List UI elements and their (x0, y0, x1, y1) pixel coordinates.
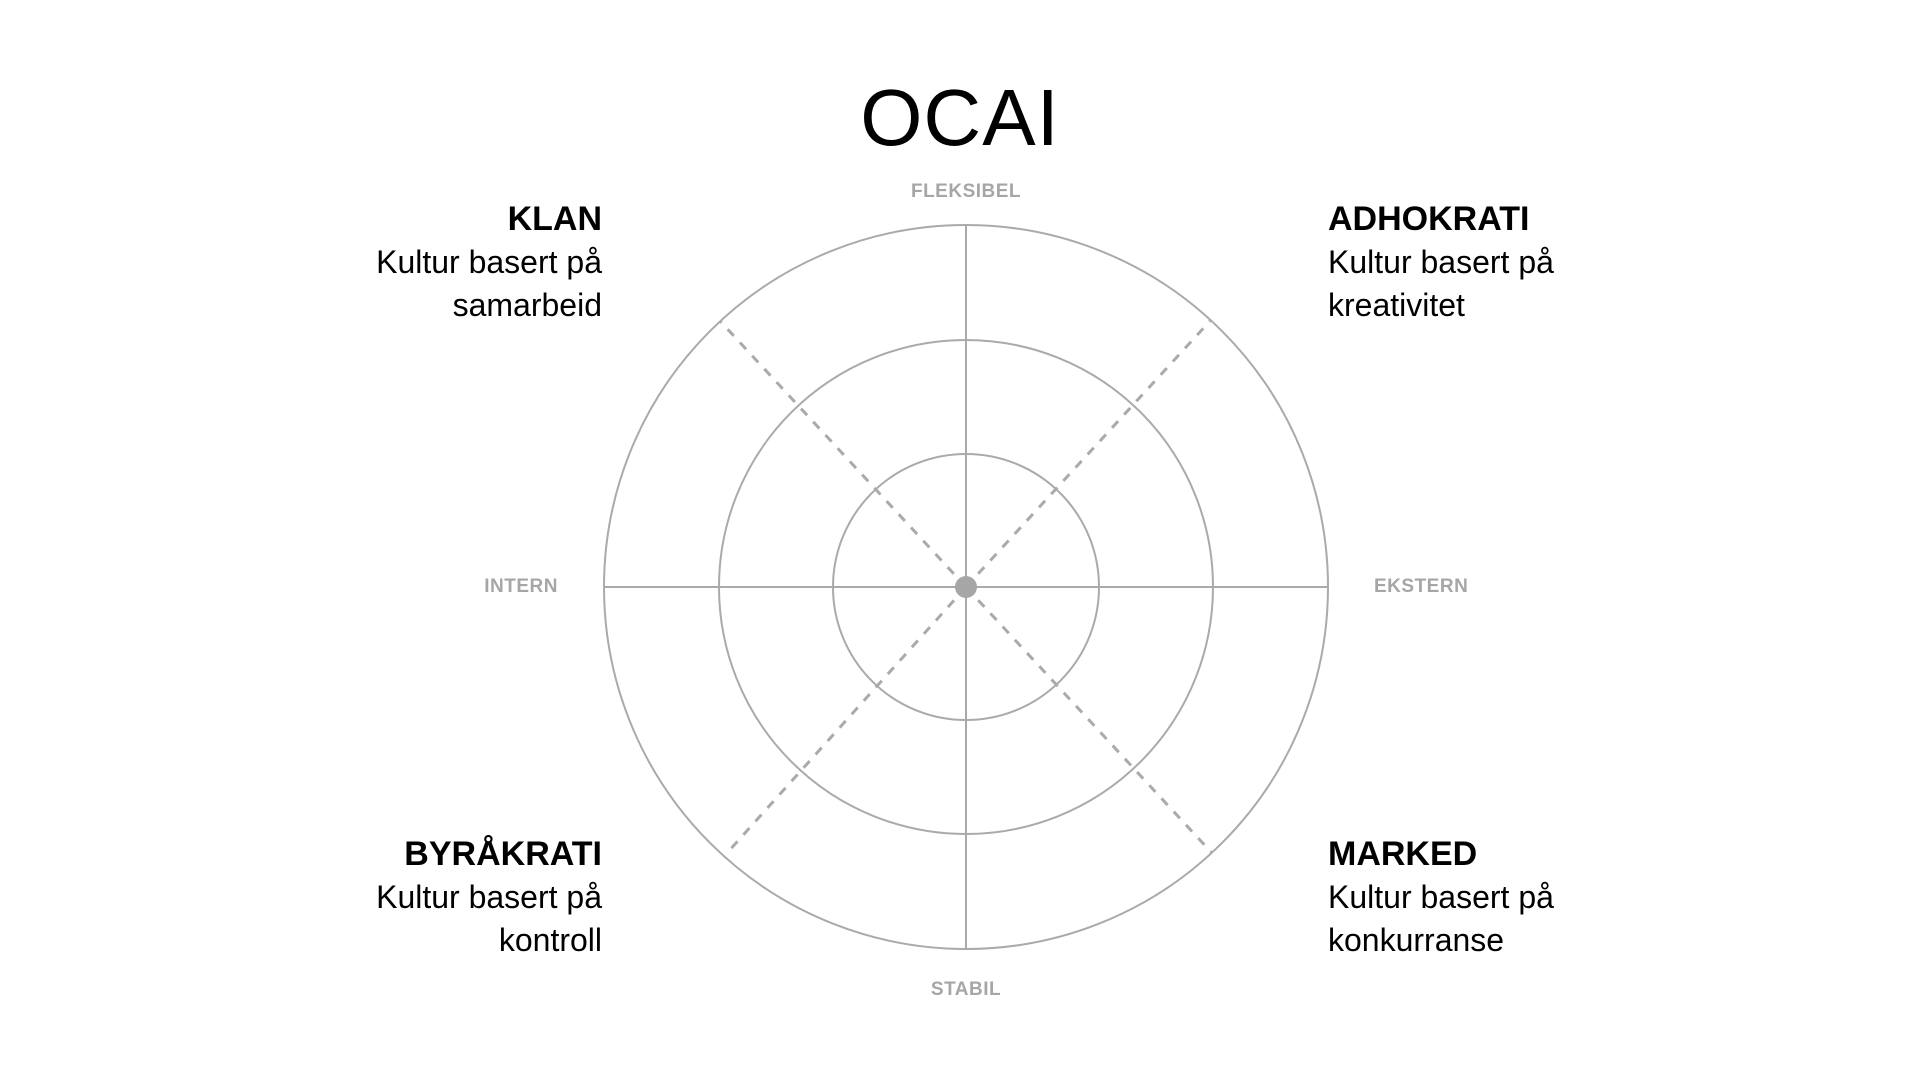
quadrant-description: Kultur basert på samarbeid (376, 244, 602, 323)
quadrant-description: Kultur basert på kreativitet (1328, 244, 1554, 323)
axis-label-bottom: STABIL (930, 979, 1002, 1000)
diagonal-bottom-left (725, 585, 968, 855)
axis-label-right: EKSTERN (1374, 576, 1469, 597)
quadrant-klan: KLAN Kultur basert på samarbeid (242, 198, 602, 327)
axis-label-top: FLEKSIBEL (910, 181, 1022, 202)
diagonal-top-left (718, 319, 968, 589)
diagonal-top-right (964, 319, 1212, 589)
diagonal-bottom-right (964, 585, 1214, 855)
quadrant-marked: MARKED Kultur basert på konkurranse (1328, 833, 1688, 962)
axis-label-left: INTERN (484, 576, 558, 597)
quadrant-title: ADHOKRATI (1328, 200, 1530, 238)
quadrant-title: KLAN (507, 200, 602, 238)
quadrant-adhokrati: ADHOKRATI Kultur basert på kreativitet (1328, 198, 1688, 327)
page-title: OCAI (860, 73, 1060, 162)
center-dot (955, 576, 977, 598)
quadrant-byrakrati: BYRÅKRATI Kultur basert på kontroll (242, 833, 602, 962)
quadrant-title: MARKED (1328, 835, 1478, 873)
quadrant-description: Kultur basert på kontroll (376, 879, 602, 958)
quadrant-title: BYRÅKRATI (404, 835, 602, 873)
quadrant-description: Kultur basert på konkurranse (1328, 879, 1554, 958)
